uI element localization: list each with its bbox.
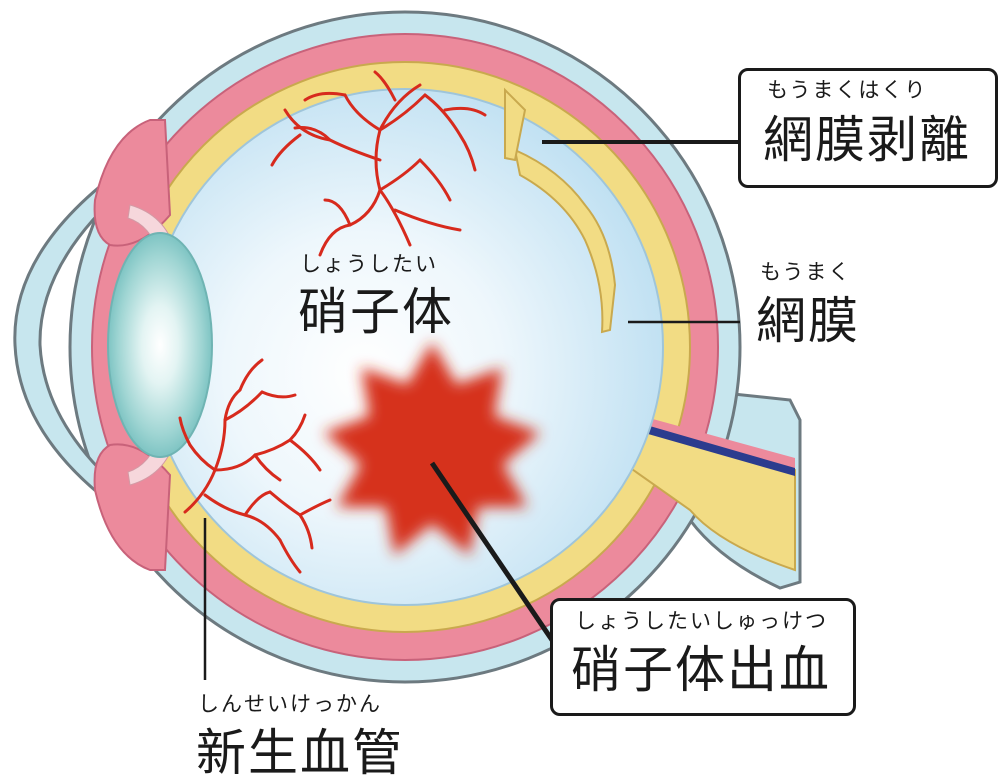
detachment-ruby: もうまくはくり [767,78,928,102]
hemorrhage-star [323,342,541,556]
hemorrhage-label-box: しょうしたいしゅっけつ 硝子体出血 [550,598,856,716]
vitreous-ruby: しょうしたい [300,252,438,276]
detachment-tear [504,87,527,162]
retina-ruby: もうまく [760,260,852,284]
optic-nerve-blue-line [620,418,795,476]
hemorrhage-text: 硝子体出血 [571,641,831,699]
neovascular-vessels [178,358,332,574]
upper-blood-vessels [270,70,487,257]
hemorrhage-ruby: しょうしたいしゅっけつ [575,609,828,633]
neovascular-text: 新生血管 [196,724,404,782]
neovascular-ruby: しんせいけっかん [198,692,382,716]
detachment-label-box: もうまくはくり 網膜剥離 [738,68,998,188]
vitreous-text: 硝子体 [298,283,454,341]
hemorrhage-leader-line [429,461,555,642]
lens [107,232,213,458]
detachment-text: 網膜剥離 [763,111,971,169]
detached-retina-flap [513,148,617,334]
retina-text: 網膜 [756,292,860,350]
